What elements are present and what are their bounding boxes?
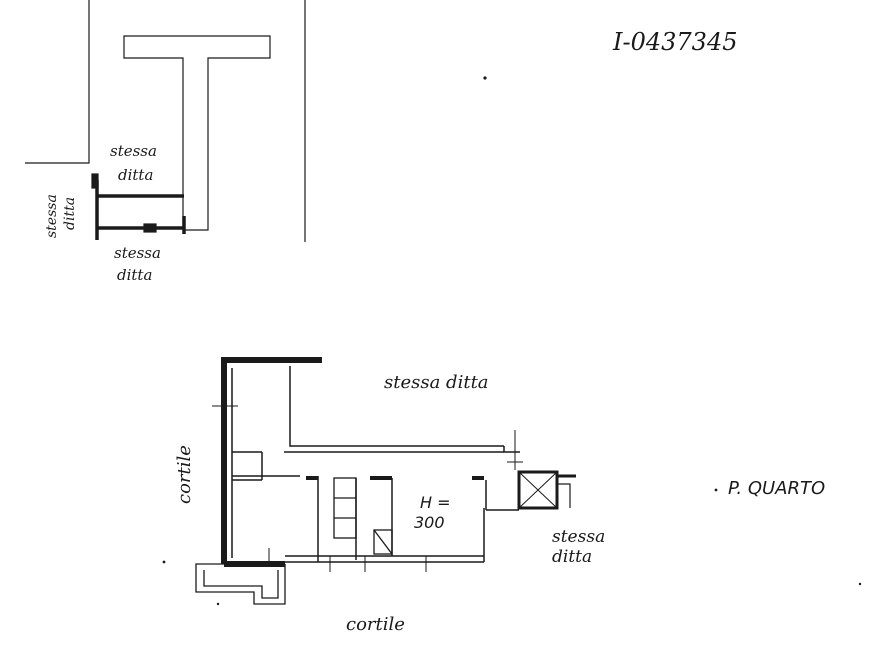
speck — [216, 602, 220, 606]
plan-label-cortile-bottom: cortile — [346, 614, 405, 635]
site-label-stessa-top: stessa ditta — [110, 142, 162, 184]
main-floor-plan — [195, 357, 576, 605]
balcony — [195, 563, 286, 605]
svg-text:stessa: stessa — [44, 194, 60, 238]
svg-text:cortile: cortile — [174, 445, 195, 504]
plan-label-cortile-left: cortile — [174, 445, 195, 504]
floor-label: P. QUARTO — [728, 478, 825, 499]
service-block — [333, 477, 393, 555]
site-label-stessa-left: stessa ditta — [44, 194, 78, 238]
thin-walls — [231, 366, 520, 563]
site-wall-block — [91, 173, 99, 189]
plan-label-stessa-top: stessa ditta — [384, 372, 489, 393]
height-value: 300 — [414, 513, 445, 532]
speck — [858, 582, 862, 586]
stair-box — [517, 470, 576, 510]
document-number: I-0437345 — [612, 28, 737, 56]
site-plan — [25, 0, 306, 242]
speck — [714, 488, 718, 492]
site-label-stessa-bottom: stessa ditta — [114, 244, 166, 284]
outer-walls — [221, 357, 322, 567]
speck — [483, 76, 487, 80]
site-wall-block-2 — [143, 223, 157, 233]
svg-text:ditta: ditta — [62, 197, 78, 230]
site-walls — [95, 180, 186, 240]
door-ticks — [212, 398, 523, 572]
site-boundary-left — [25, 0, 90, 164]
plan-label-stessa-right: stessa ditta — [552, 527, 611, 567]
height-label: H = — [420, 493, 451, 512]
speck — [162, 560, 166, 564]
site-t-building — [123, 35, 271, 231]
